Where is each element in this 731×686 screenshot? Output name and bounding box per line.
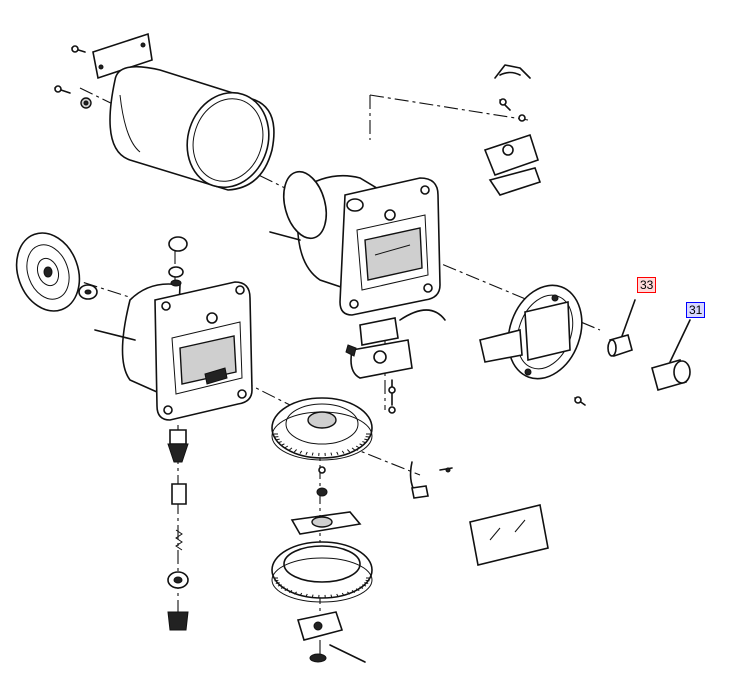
dial-tick bbox=[355, 445, 360, 449]
lower-dial-ring bbox=[271, 541, 373, 603]
dial-tick bbox=[364, 582, 369, 584]
dial-ring bbox=[271, 397, 373, 461]
left-housing bbox=[94, 281, 253, 421]
dial-tick bbox=[311, 452, 314, 456]
dial-tick bbox=[336, 451, 339, 455]
glass-cover bbox=[469, 504, 549, 566]
dial-tick bbox=[330, 594, 333, 598]
callout-31[interactable]: 31 bbox=[686, 302, 706, 318]
dial-tick bbox=[359, 586, 364, 589]
dial-tick bbox=[362, 441, 367, 444]
knob-stack-top bbox=[168, 236, 188, 287]
back-plate-ring bbox=[479, 284, 586, 406]
dial-tick bbox=[284, 445, 289, 449]
dial-tick bbox=[293, 591, 297, 595]
terminal-block bbox=[345, 309, 446, 414]
dial-tick bbox=[280, 443, 285, 446]
lamp-cap bbox=[651, 319, 691, 391]
dial-tick bbox=[305, 593, 308, 598]
dial-tick bbox=[351, 447, 356, 451]
cylindrical-case bbox=[109, 65, 275, 191]
mounting-bracket bbox=[483, 133, 542, 196]
main-housing bbox=[269, 170, 441, 316]
washer bbox=[78, 284, 98, 300]
wire-lead bbox=[409, 461, 453, 499]
bracket-screws bbox=[499, 98, 526, 122]
nameplate-screw bbox=[71, 45, 86, 53]
dial-tick bbox=[341, 592, 345, 597]
left-bottom-stack bbox=[167, 429, 189, 631]
dial-tick bbox=[362, 584, 367, 587]
dial-tick bbox=[364, 438, 369, 441]
lamp-bulb bbox=[607, 299, 636, 358]
dial-tick bbox=[288, 447, 293, 451]
clip-spring bbox=[494, 64, 531, 79]
dial-tick bbox=[330, 452, 333, 456]
dial-tick bbox=[293, 449, 297, 453]
dial-tick bbox=[275, 582, 280, 584]
dial-tick bbox=[280, 586, 285, 589]
bottom-block bbox=[296, 611, 366, 663]
dial-tick bbox=[311, 594, 314, 598]
dial-tick bbox=[351, 590, 356, 594]
nameplate bbox=[92, 32, 153, 80]
dial-tick bbox=[288, 590, 293, 594]
dial-tick bbox=[341, 450, 345, 454]
dial-stack bbox=[290, 466, 362, 535]
dial-tick bbox=[347, 591, 351, 595]
dial-tick bbox=[336, 593, 339, 598]
dial-tick bbox=[277, 441, 282, 444]
dial-tick bbox=[275, 438, 280, 441]
dial-tick bbox=[284, 588, 289, 592]
dial-tick bbox=[299, 450, 303, 454]
dial-tick bbox=[359, 443, 364, 446]
dial-tick bbox=[299, 592, 303, 597]
case-screw bbox=[54, 85, 92, 109]
dial-tick bbox=[347, 449, 351, 453]
callout-33[interactable]: 33 bbox=[637, 277, 657, 293]
dial-tick bbox=[355, 588, 360, 592]
dial-tick bbox=[277, 584, 282, 587]
dial-tick bbox=[305, 451, 308, 455]
knob-disc bbox=[15, 232, 81, 312]
